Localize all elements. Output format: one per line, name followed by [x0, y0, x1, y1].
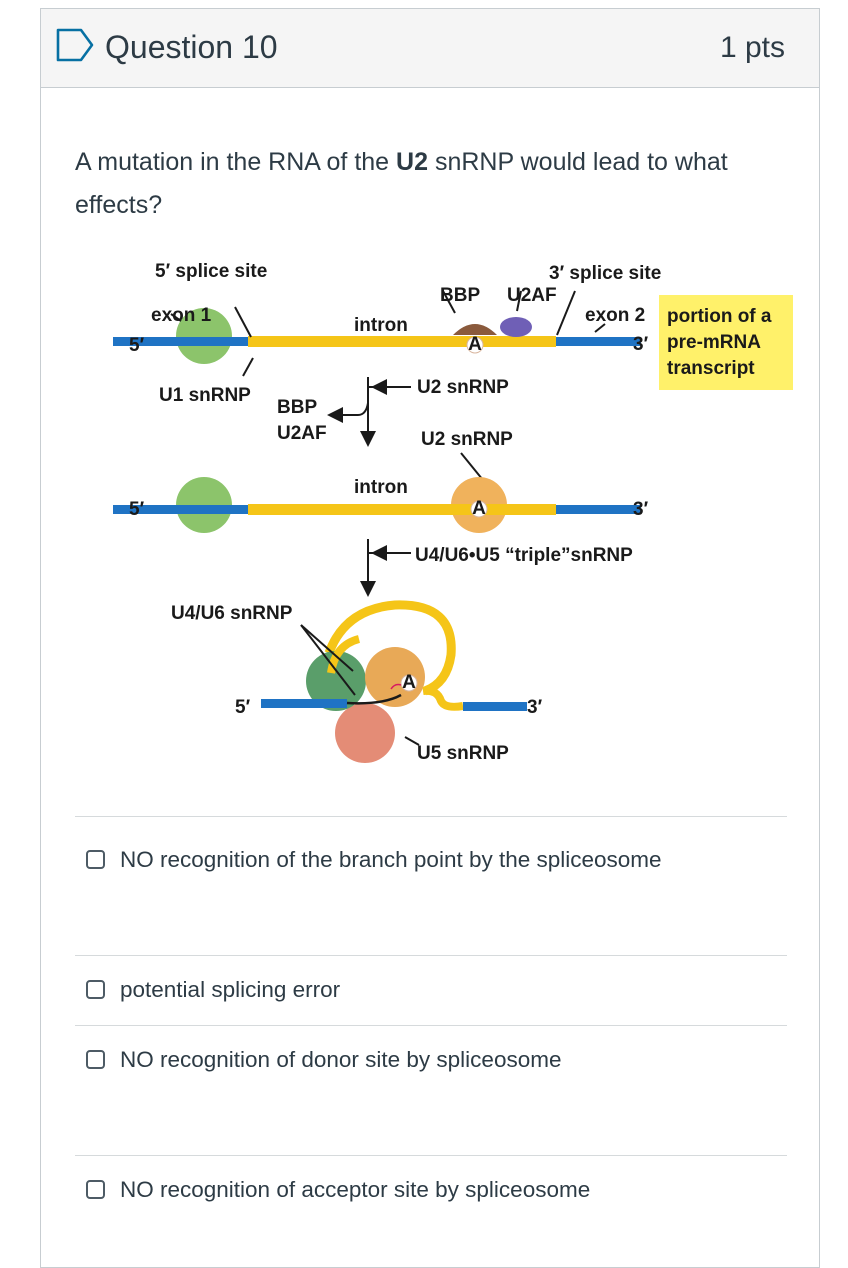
three-prime-middle: 3′: [633, 499, 649, 520]
question-text: A mutation in the RNA of the U2 snRNP wo…: [75, 148, 728, 219]
u1-snrnp-shape-bottom: [306, 651, 366, 711]
bbp-shape: [453, 324, 497, 335]
five-prime-bottom: 5′: [235, 697, 251, 718]
question-title: Question 10: [105, 29, 278, 65]
radio-button-1[interactable]: [86, 850, 105, 869]
branch-point-label-bottom: A: [402, 672, 416, 693]
triple-snrnp-label: U4/U6•U5 “triple”snRNP: [415, 545, 633, 566]
portion-label-line3: transcript: [667, 358, 755, 379]
question-card: Question 10 1 pts A mutation in the RNA …: [40, 8, 820, 1268]
exon2-bar: [556, 337, 641, 346]
question-points: 1 pts: [719, 31, 785, 64]
question-header: Question 10 1 pts: [41, 9, 819, 88]
intron-loop: [324, 600, 456, 696]
three-prime-bottom: 3′: [527, 697, 543, 718]
bbp-label: BBP: [440, 285, 480, 306]
u5-snrnp-shape: [335, 703, 395, 763]
three-prime-top: 3′: [633, 334, 649, 355]
branch-point-label: A: [468, 334, 482, 355]
portion-label-box: [659, 295, 793, 390]
exon2-bar-middle: [556, 505, 641, 514]
branch-point-label-middle: A: [472, 498, 486, 519]
answer-list: NO recognition of the branch point by th…: [75, 816, 787, 1255]
exon2-label: exon 2: [585, 305, 645, 326]
answer-label-2: potential splicing error: [120, 977, 341, 1002]
portion-label-line2: pre-mRNA: [667, 332, 761, 353]
five-prime-top: 5′: [129, 335, 145, 356]
u2-snrnp-shape-bottom: [365, 647, 425, 707]
u2af-leaving-label: U2AF: [277, 423, 327, 444]
answer-label-3: NO recognition of donor site by spliceos…: [120, 1047, 562, 1072]
intron-bar-middle: [248, 504, 556, 515]
radio-button-2[interactable]: [86, 980, 105, 999]
radio-button-4[interactable]: [86, 1180, 105, 1199]
exon1-bar-bottom: [261, 699, 347, 708]
u2-snrnp-arrow-label: U2 snRNP: [417, 377, 509, 398]
u5-snrnp-label: U5 snRNP: [417, 743, 509, 764]
u2af-label: U2AF: [507, 285, 557, 306]
intron-bar: [248, 336, 556, 347]
intron-label-middle: intron: [354, 477, 408, 498]
answer-option-3[interactable]: NO recognition of donor site by spliceos…: [75, 1025, 787, 1155]
answer-label-4: NO recognition of acceptor site by splic…: [120, 1177, 591, 1202]
answer-label-1: NO recognition of the branch point by th…: [120, 847, 662, 872]
answer-option-2[interactable]: potential splicing error: [75, 955, 787, 1025]
u2af-shape: [500, 317, 532, 337]
portion-label-line1: portion of a: [667, 306, 772, 327]
intron-label-top: intron: [354, 315, 408, 336]
exon1-bar-middle: [113, 505, 248, 514]
flag-question-icon[interactable]: [55, 27, 95, 63]
branch-point: [466, 336, 484, 354]
radio-button-3[interactable]: [86, 1050, 105, 1069]
three-prime-splice-site-label: 3′ splice site: [549, 263, 661, 284]
u1-snrnp-shape: [176, 308, 232, 364]
u4u6-snrnp-label: U4/U6 snRNP: [171, 603, 293, 624]
answer-option-1[interactable]: NO recognition of the branch point by th…: [75, 816, 787, 955]
bbp-leaving-label: BBP: [277, 397, 317, 418]
five-prime-splice-site-label: 5′ splice site: [155, 261, 267, 282]
u2-snrnp-label: U2 snRNP: [421, 429, 513, 450]
spliceosome-diagram: A 5′ splice site 3′ splice site BBP U2AF…: [113, 261, 793, 764]
five-prime-middle: 5′: [129, 499, 145, 520]
exon1-label: exon 1: [151, 305, 212, 326]
answer-option-4[interactable]: NO recognition of acceptor site by splic…: [75, 1155, 787, 1255]
exon1-bar: [113, 337, 248, 346]
exon2-bar-bottom: [463, 702, 527, 711]
u1-snrnp-label: U1 snRNP: [159, 385, 251, 406]
